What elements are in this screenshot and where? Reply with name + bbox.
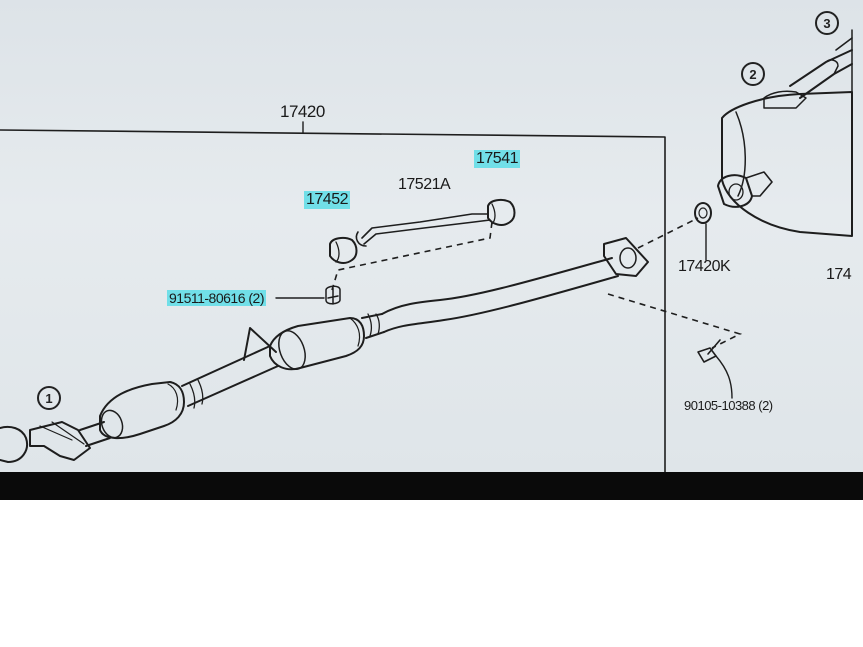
part-174-cut-label: 174 (826, 266, 852, 283)
rear-flange (603, 237, 649, 277)
callout-1: 1 (37, 386, 61, 410)
part-17452-label[interactable]: 17452 (304, 191, 350, 209)
gasket-17420k (694, 202, 712, 224)
parts-diagram-screen: 17420 17541 17521A 17452 91511-80616 (2)… (0, 0, 863, 472)
heat-shield-bracket (243, 327, 277, 361)
rubber-mount-17452 (329, 236, 358, 264)
rubber-mount-17541 (487, 198, 516, 226)
pipe-section-a (79, 421, 111, 447)
dashed-gasket-link (637, 217, 699, 249)
callout-3: 3 (815, 11, 839, 35)
part-17521a-label: 17521A (398, 176, 451, 193)
front-flange (0, 425, 28, 463)
front-pipe-y (29, 421, 91, 461)
dashed-bolt-link (607, 293, 743, 349)
part-17420k-label: 17420K (678, 258, 731, 275)
center-pipe (381, 257, 619, 333)
part-91511-label[interactable]: 91511-80616 (2) (167, 290, 266, 306)
bolt-91511 (325, 285, 341, 305)
catalytic-converter-front (99, 381, 185, 440)
part-90105-label: 90105-10388 (2) (684, 398, 773, 413)
dashed-mount-link (331, 221, 493, 291)
callout-2: 2 (741, 62, 765, 86)
exhaust-diagram (0, 29, 853, 472)
pipe-section-b (181, 345, 279, 407)
part-17541-label[interactable]: 17541 (474, 150, 520, 168)
hanger-rod (361, 213, 491, 245)
assembly-box (0, 129, 666, 472)
catalytic-converter-rear (269, 317, 365, 371)
photo-frame: 17420 17541 17521A 17452 91511-80616 (2)… (0, 0, 863, 500)
muffler (721, 91, 853, 237)
bolt-90105 (697, 339, 721, 363)
assembly-number: 17420 (280, 102, 325, 121)
blank-area (0, 500, 863, 647)
